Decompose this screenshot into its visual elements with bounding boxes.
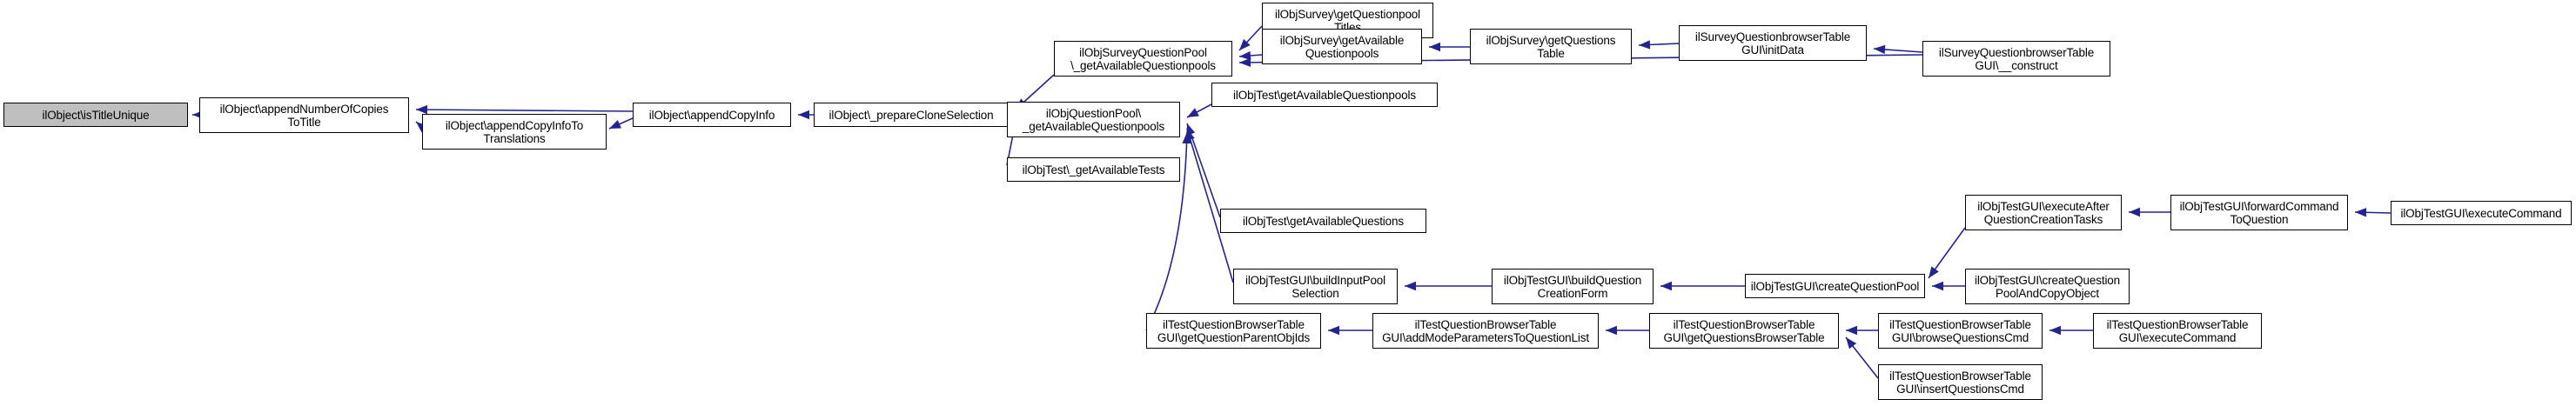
call-edge <box>1145 131 1188 331</box>
call-edge-arrowhead <box>1606 325 1617 336</box>
graph-node[interactable]: ilTestQuestionBrowserTable GUI\executeCo… <box>2093 313 2262 349</box>
graph-node[interactable]: ilObject\appendCopyInfo <box>633 103 791 127</box>
graph-node[interactable]: ilTestQuestionBrowserTable GUI\getQuesti… <box>1649 313 1839 349</box>
graph-node-label: ilObjTestGUI\executeAfter QuestionCreati… <box>1977 199 2110 226</box>
graph-node[interactable]: ilObjSurvey\getQuestions Table <box>1470 29 1632 64</box>
graph-node-label: ilObject\_prepareCloneSelection <box>828 108 994 122</box>
graph-node[interactable]: ilObjTestGUI\buildInputPool Selection <box>1233 269 1398 304</box>
graph-node-label: ilObjSurveyQuestionPool \_getAvailableQu… <box>1070 45 1216 72</box>
graph-node[interactable]: ilObjTest\getAvailableQuestionpools <box>1211 83 1438 107</box>
call-edge-arrowhead <box>1187 108 1199 117</box>
graph-node[interactable]: ilObject\appendNumberOfCopies ToTitle <box>199 97 409 133</box>
call-edge-arrowhead <box>798 110 809 120</box>
graph-node-label: ilTestQuestionBrowserTable GUI\addModePa… <box>1382 317 1589 344</box>
graph-node[interactable]: ilTestQuestionBrowserTable GUI\addModePa… <box>1372 313 1599 349</box>
graph-node-label: ilSurveyQuestionbrowserTable GUI\__const… <box>1938 45 2095 72</box>
call-edge-arrowhead <box>1932 281 1943 291</box>
call-edge-arrowhead <box>1846 325 1857 336</box>
graph-node-label: ilObjTestGUI\createQuestion PoolAndCopyO… <box>1974 273 2121 300</box>
call-edge-arrowhead <box>1182 132 1191 144</box>
graph-node[interactable]: ilObject\appendCopyInfoTo Translations <box>422 114 607 150</box>
call-edge-arrowhead <box>1239 57 1251 68</box>
call-edge-arrowhead <box>609 119 621 129</box>
call-edge-arrowhead <box>1660 281 1672 291</box>
graph-node-label: ilObject\appendCopyInfoTo Translations <box>445 118 584 145</box>
graph-node[interactable]: ilObjTestGUI\executeCommand <box>2391 201 2572 225</box>
graph-node-label: ilSurveyQuestionbrowserTable GUI\initDat… <box>1694 30 1851 57</box>
graph-node-label: ilObjSurvey\getQuestions Table <box>1486 33 1616 60</box>
call-edge-arrowhead <box>1239 50 1251 61</box>
call-edge-arrowhead <box>2355 208 2367 217</box>
graph-node-label: ilObjQuestionPool\ _getAvailableQuestion… <box>1022 106 1165 133</box>
call-edge-arrowhead <box>1874 44 1886 55</box>
graph-node[interactable]: ilObjSurvey\getAvailable Questionpools <box>1262 29 1422 64</box>
graph-node-label: ilTestQuestionBrowserTable GUI\executeCo… <box>2106 317 2249 344</box>
graph-node[interactable]: ilObjTestGUI\forwardCommand ToQuestion <box>2170 195 2348 230</box>
graph-node-label: ilObject\appendCopyInfo <box>648 108 775 122</box>
call-edge-arrowhead <box>1328 325 1339 336</box>
graph-node[interactable]: ilObjTest\getAvailableQuestions <box>1220 209 1426 233</box>
call-edge-arrowhead <box>416 104 428 115</box>
graph-node[interactable]: ilObjTestGUI\executeAfter QuestionCreati… <box>1965 195 2122 230</box>
call-edge-arrowhead <box>1429 42 1440 52</box>
call-edge <box>1186 123 1221 218</box>
call-edge <box>1186 128 1234 283</box>
graph-node[interactable]: ilObjTest\_getAvailableTests <box>1007 157 1180 182</box>
graph-node-root[interactable]: ilObject\isTitleUnique <box>3 103 188 127</box>
graph-node[interactable]: ilObjQuestionPool\ _getAvailableQuestion… <box>1007 102 1180 137</box>
graph-node-label: ilObjTest\_getAvailableTests <box>1022 163 1165 176</box>
graph-node[interactable]: ilObjTestGUI\createQuestion PoolAndCopyO… <box>1965 269 2130 304</box>
call-edge <box>415 109 634 112</box>
graph-node[interactable]: ilTestQuestionBrowserTable GUI\getQuesti… <box>1146 313 1321 349</box>
call-edge-arrowhead <box>2129 207 2140 217</box>
graph-node[interactable]: ilObject\_prepareCloneSelection <box>814 103 1009 127</box>
call-edge-arrowhead <box>2049 325 2061 336</box>
graph-node-label: ilObjTestGUI\executeCommand <box>2400 206 2562 220</box>
graph-node-label: ilObjTestGUI\forwardCommand ToQuestion <box>2179 199 2339 226</box>
graph-node-label: ilTestQuestionBrowserTable GUI\getQuesti… <box>1663 317 1825 344</box>
graph-node-label: ilObjTestGUI\buildQuestion CreationForm <box>1503 273 1642 300</box>
graph-node-label: ilTestQuestionBrowserTable GUI\browseQue… <box>1889 317 2031 344</box>
call-edge-arrowhead <box>1846 337 1857 349</box>
graph-node-label: ilObjTest\getAvailableQuestionpools <box>1233 88 1416 102</box>
graph-node-label: ilObjTest\getAvailableQuestions <box>1243 214 1404 228</box>
graph-node-label: ilObjTestGUI\buildInputPool Selection <box>1244 273 1386 300</box>
graph-node-label: ilTestQuestionBrowserTable GUI\getQuesti… <box>1157 317 1311 344</box>
graph-node[interactable]: ilObjTestGUI\buildQuestion CreationForm <box>1492 269 1654 304</box>
graph-node-label: ilObject\appendNumberOfCopies ToTitle <box>219 102 389 129</box>
graph-node[interactable]: ilTestQuestionBrowserTable GUI\insertQue… <box>1878 364 2043 400</box>
graph-node[interactable]: ilObjSurveyQuestionPool \_getAvailableQu… <box>1054 41 1232 77</box>
call-edge-arrowhead <box>1405 281 1416 291</box>
call-edge-arrowhead <box>416 122 428 133</box>
graph-node[interactable]: ilSurveyQuestionbrowserTable GUI\__const… <box>1922 41 2110 77</box>
call-edge-arrowhead <box>1239 38 1251 50</box>
call-edge-arrowhead <box>1929 266 1939 278</box>
graph-node[interactable]: ilTestQuestionBrowserTable GUI\browseQue… <box>1878 313 2043 349</box>
graph-node[interactable]: ilObjTestGUI\createQuestionPool <box>1745 274 1925 298</box>
call-edge-arrowhead <box>1639 40 1651 50</box>
graph-node-label: ilObjSurvey\getAvailable Questionpools <box>1279 33 1405 60</box>
graph-node-label: ilTestQuestionBrowserTable GUI\insertQue… <box>1889 369 2031 396</box>
graph-node-label: ilObjTestGUI\createQuestionPool <box>1750 279 1920 293</box>
graph-node[interactable]: ilSurveyQuestionbrowserTable GUI\initDat… <box>1679 25 1867 61</box>
graph-node-label: ilObject\isTitleUnique <box>42 108 150 122</box>
